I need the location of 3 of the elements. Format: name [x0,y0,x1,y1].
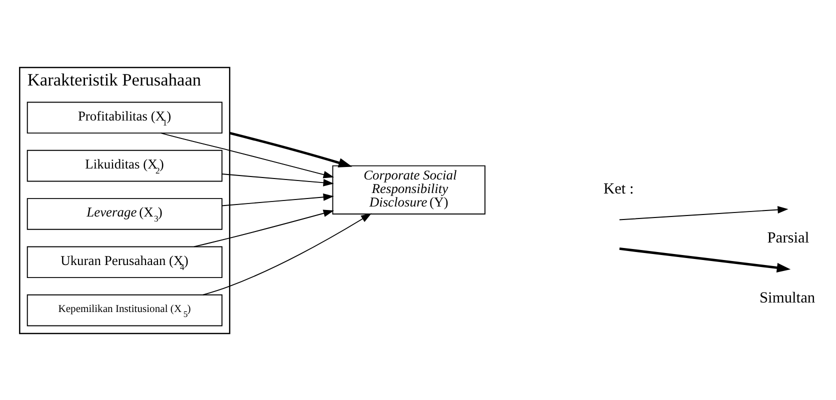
legend-label: Parsial [767,229,810,246]
label: Ket : [603,180,634,198]
legend-label: Simultan [760,288,816,306]
